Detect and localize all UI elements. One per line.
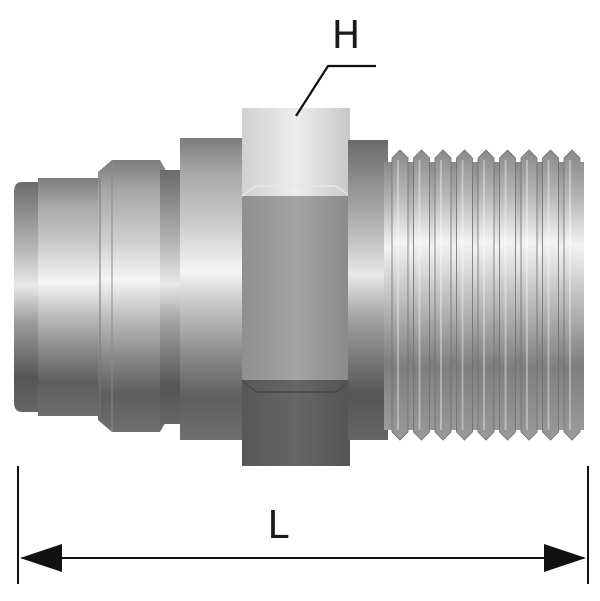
thread-neck xyxy=(348,140,388,440)
thread-crest xyxy=(413,149,430,441)
thread-crest xyxy=(434,149,452,441)
hex-face-middle xyxy=(242,196,350,380)
thread-crest xyxy=(499,149,516,441)
thread-crest xyxy=(391,149,409,441)
hex-nut xyxy=(241,108,351,466)
thread-crest xyxy=(520,149,538,441)
hex-face-bottom xyxy=(242,380,350,466)
thread-ridges xyxy=(391,149,581,441)
l-arrowhead-left xyxy=(20,544,62,572)
nipple-tip xyxy=(14,182,40,412)
h-dimension-label: H xyxy=(332,13,361,57)
nipple-end xyxy=(14,160,188,432)
thread-tip-chamfer xyxy=(572,156,584,436)
length-dimension: L xyxy=(17,466,589,584)
hex-dimension-callout: H xyxy=(295,13,376,117)
thread-crest xyxy=(456,149,473,441)
nipple-groove xyxy=(98,160,168,432)
threaded-end xyxy=(384,149,584,441)
thread-crest xyxy=(542,149,559,441)
l-arrowhead-right xyxy=(544,544,586,572)
h-leader-line xyxy=(295,64,376,117)
hex-face-top xyxy=(242,108,350,196)
nipple-body xyxy=(38,178,100,416)
thread-crest xyxy=(477,149,495,441)
body-shoulder xyxy=(180,138,244,440)
l-dimension-label: L xyxy=(267,503,288,547)
